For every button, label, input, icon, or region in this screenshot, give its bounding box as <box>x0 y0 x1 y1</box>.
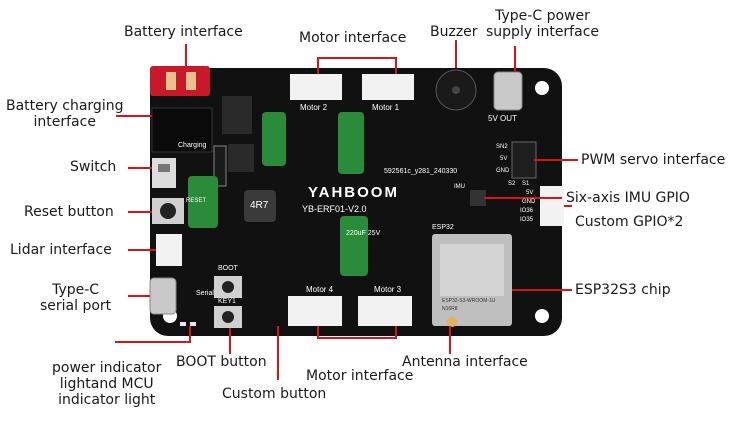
motor-connector-4 <box>288 296 342 326</box>
pin-label-s1: S1 <box>522 181 530 187</box>
motor-label-1: Motor 1 <box>372 103 400 112</box>
imu-chip <box>470 190 486 206</box>
esp32-shield <box>440 244 504 296</box>
esp-module-text-1: ESP32-S3-WROOM-1U <box>442 298 496 304</box>
callout-typec-serial-line-2: serial port <box>40 298 112 314</box>
reset-silk-label: RESET <box>186 198 207 204</box>
mounting-hole <box>535 81 549 95</box>
typec-power-port <box>493 71 523 111</box>
switch-knob <box>158 164 170 172</box>
callout-battery-charging: Battery charging interface <box>6 98 123 130</box>
capacitor <box>262 112 286 166</box>
callout-motor-interface-bottom: Motor interface <box>306 368 414 384</box>
callout-boot-button: BOOT button <box>176 354 267 370</box>
callout-power-indicator-line-2: lightand MCU <box>59 376 154 392</box>
antenna-connector <box>447 317 457 327</box>
callout-reset-button: Reset button <box>24 204 114 220</box>
pin-label-imu: IMU <box>454 184 465 190</box>
capacitor <box>338 112 364 174</box>
callout-battery-interface: Battery interface <box>124 24 243 40</box>
pin-label-5v-gpio: 5V <box>526 190 534 196</box>
indicator-led <box>180 322 186 326</box>
callout-power-indicator: power indicator lightand MCU indicator l… <box>52 360 161 408</box>
pwm-header <box>511 141 537 179</box>
pin-label-5v: 5V <box>500 156 508 162</box>
indicator-led <box>190 322 196 326</box>
callout-custom-gpio: Custom GPIO*2 <box>575 214 684 230</box>
callout-typec-serial: Type-C serial port <box>40 282 111 314</box>
callout-battery-charging-line-2: interface <box>33 114 96 130</box>
inductor-label: 4R7 <box>250 200 269 211</box>
inductor <box>244 190 276 222</box>
gpio-connector <box>540 186 564 226</box>
board-model: YB-ERF01-V2.0 <box>302 204 367 214</box>
callout-six-axis-imu: Six-axis IMU GPIO <box>566 190 690 206</box>
callout-typec-power: Type-C power supply interface <box>486 8 599 40</box>
pin-label-s2: S2 <box>508 181 516 187</box>
pin-label-gnd-gpio: GND <box>522 199 536 205</box>
motor-connector-1 <box>362 74 414 100</box>
motor-label-2: Motor 2 <box>300 103 328 112</box>
callout-typec-power-line-2: supply interface <box>486 24 600 40</box>
callout-switch: Switch <box>70 159 117 175</box>
callout-battery-charging-line-1: Battery charging <box>6 98 124 114</box>
callout-pwm-servo: PWM servo interface <box>581 152 726 168</box>
pin-label-gnd: GND <box>496 168 510 174</box>
callout-custom-button: Custom button <box>222 386 327 402</box>
boot-silk-label: BOOT <box>218 265 238 272</box>
capacitor <box>188 176 218 228</box>
lidar-connector <box>156 234 182 266</box>
pin-label-io36: IO36 <box>520 208 534 214</box>
serial-silk-label: Serial <box>196 290 214 297</box>
pin-label-io35: IO35 <box>520 217 534 223</box>
esp-label: ESP32 <box>432 224 454 231</box>
callout-power-indicator-line-3: indicator light <box>58 392 156 408</box>
esp-module-text-2: N16R8 <box>442 306 458 312</box>
regulator-chip <box>228 144 254 172</box>
battery-connector-pin <box>186 72 196 90</box>
five-v-out-label: 5V OUT <box>488 114 517 123</box>
mounting-hole <box>535 309 549 323</box>
board-serial: 592561c_y281_240330 <box>384 168 458 175</box>
callout-antenna-interface: Antenna interface <box>402 354 528 370</box>
buzzer-center <box>452 86 460 94</box>
callout-lines <box>115 40 578 380</box>
board-brand: YAHBOOM <box>308 184 399 201</box>
battery-connector <box>150 66 210 96</box>
battery-connector-pin <box>166 72 176 90</box>
callout-typec-serial-line-1: Type-C <box>52 282 100 298</box>
reset-button-cap <box>160 203 176 219</box>
callout-lidar-interface: Lidar interface <box>10 242 112 258</box>
motor-connector-3 <box>358 296 412 326</box>
callout-typec-power-line-1: Type-C power <box>495 8 590 24</box>
motor-connector-2 <box>290 74 342 100</box>
pin-label-sn2: SN2 <box>496 144 508 150</box>
regulator-chip <box>222 96 252 134</box>
callout-buzzer: Buzzer <box>430 24 478 40</box>
key1-silk-label: KEY1 <box>218 298 236 305</box>
boot-button-cap <box>222 281 234 293</box>
switch-component <box>152 158 176 188</box>
key1-button-cap <box>222 311 234 323</box>
charging-silk-label: Charging <box>178 142 207 149</box>
cap-label: 220uF 25V <box>346 230 381 237</box>
charging-label-box <box>213 145 227 187</box>
callout-motor-interface-top: Motor interface <box>299 30 407 46</box>
motor-label-3: Motor 3 <box>374 285 402 294</box>
motor-label-4: Motor 4 <box>306 285 334 294</box>
capacitor <box>340 216 368 276</box>
charging-jack <box>151 107 213 153</box>
callout-esp32s3-chip: ESP32S3 chip <box>575 282 671 298</box>
typec-serial-port <box>149 277 177 315</box>
callout-power-indicator-line-1: power indicator <box>52 360 162 376</box>
